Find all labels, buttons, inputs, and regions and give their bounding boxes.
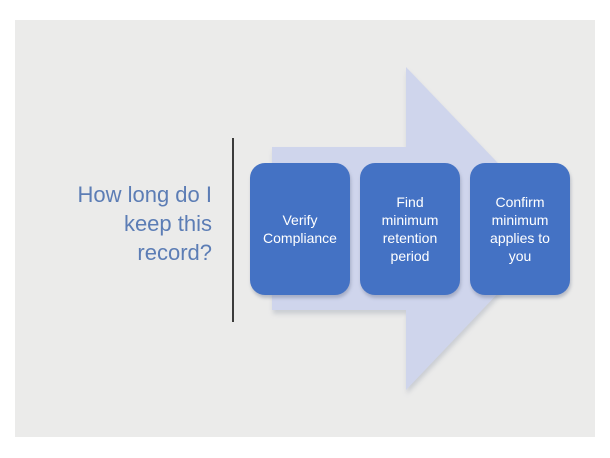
process-step-label: Find minimum retention period (381, 194, 439, 264)
process-step-confirm-minimum-applies: Confirm minimum applies to you (470, 163, 570, 295)
slide-title-line: How long do I (77, 182, 212, 207)
vertical-divider (232, 138, 234, 322)
slide-title-line: record? (137, 240, 212, 265)
slide-title: How long do I keep this record? (40, 180, 212, 267)
process-step-verify-compliance: Verify Compliance (250, 163, 350, 295)
process-step-label: Confirm minimum applies to you (490, 194, 550, 264)
slide-title-line: keep this (123, 211, 212, 236)
process-step-find-minimum-retention: Find minimum retention period (360, 163, 460, 295)
process-step-label: Verify Compliance (263, 212, 337, 246)
slide-canvas: How long do I keep this record? Verify C… (15, 20, 595, 437)
